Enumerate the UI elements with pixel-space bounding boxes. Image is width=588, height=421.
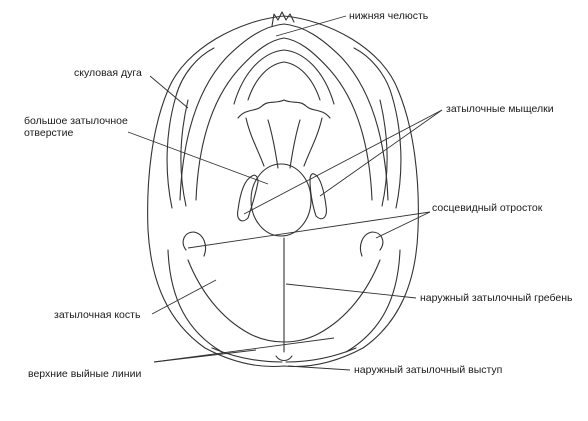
maxilla-arch-inner [247,61,321,101]
leader-protuberance [287,365,351,371]
mastoid-left [182,231,207,257]
pterygoid-left [245,117,265,167]
leader-condyles-1 [319,109,443,197]
leader-zygomatic-arch [149,75,189,109]
occipital-protuberance [275,355,293,362]
maxilla-arch [233,49,335,105]
mastoid-right [359,231,384,257]
leader-nuchal-2 [153,337,335,363]
leader-mastoid-2 [375,211,431,239]
palate-edge [237,99,331,119]
leader-mandible [275,15,347,37]
occipital-bone-left [187,259,285,343]
skull-inferior-view [147,11,419,367]
label-zygomatic-arch: скуловая дуга [74,67,142,79]
leader-mastoid-1 [187,211,431,249]
leader-foramen-magnum [127,131,269,185]
nuchal-line-left [211,347,283,363]
basi-occiput [267,119,301,169]
label-external-occipital-protuberance: наружный затылочный выступ [354,364,502,376]
nuchal-line-right [285,347,357,363]
mandible-teeth [271,11,295,27]
foramen-magnum [250,163,312,237]
zygomatic-arch-left-outer [175,47,215,97]
mandible-inner [195,37,373,201]
skull-inner-outline [167,249,401,353]
label-foramen-magnum-2: отверстие [24,127,73,139]
leader-occipital-bone [151,279,217,315]
zygomatic-arch-right-outer [353,47,393,97]
leader-lines [127,15,443,371]
occipital-condyle-left [237,174,259,222]
label-mandible: нижняя челюсть [349,10,429,22]
pterygoid-right [303,117,323,167]
label-external-occipital-crest: наружный затылочный гребень [420,292,573,304]
label-foramen-magnum-1: большое затылочное [24,115,128,127]
zygomatic-arch-right [379,95,402,209]
skull-outline [147,15,419,367]
occipital-bone-right [283,259,381,343]
label-occipital-bone: затылочная кость [54,309,141,321]
label-mastoid-process: сосцевидный отросток [432,202,543,214]
mandible [179,23,389,201]
occipital-condyle-right [309,173,327,220]
leader-occipital-crest [285,283,417,299]
leader-condyles-2 [243,109,443,215]
zygomatic-arch-left [166,95,189,209]
label-occipital-condyles: затылочные мыщелки [446,103,554,115]
label-superior-nuchal-lines: верхние выйные линии [28,368,141,380]
